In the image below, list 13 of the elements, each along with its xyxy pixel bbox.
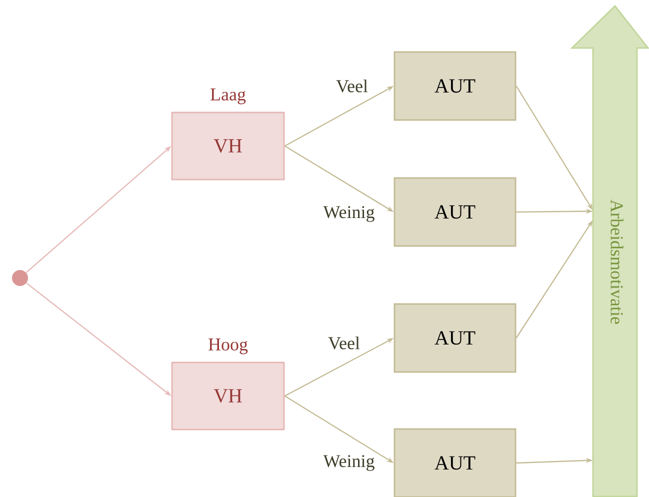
process-box: AUT (394, 51, 516, 121)
process-box: VH (171, 112, 285, 180)
edge-label: Weinig (323, 206, 374, 222)
process-box: AUT (394, 177, 516, 247)
box-heading: Laag (210, 88, 246, 104)
process-box: AUT (394, 428, 516, 497)
box-heading: Hoog (208, 338, 248, 354)
process-box: VH (171, 362, 285, 430)
edge-label: Veel (336, 80, 368, 92)
edge-label: Weinig (323, 455, 374, 471)
process-box: AUT (394, 303, 516, 373)
edge-label: Veel (328, 336, 360, 350)
dot (12, 270, 28, 286)
